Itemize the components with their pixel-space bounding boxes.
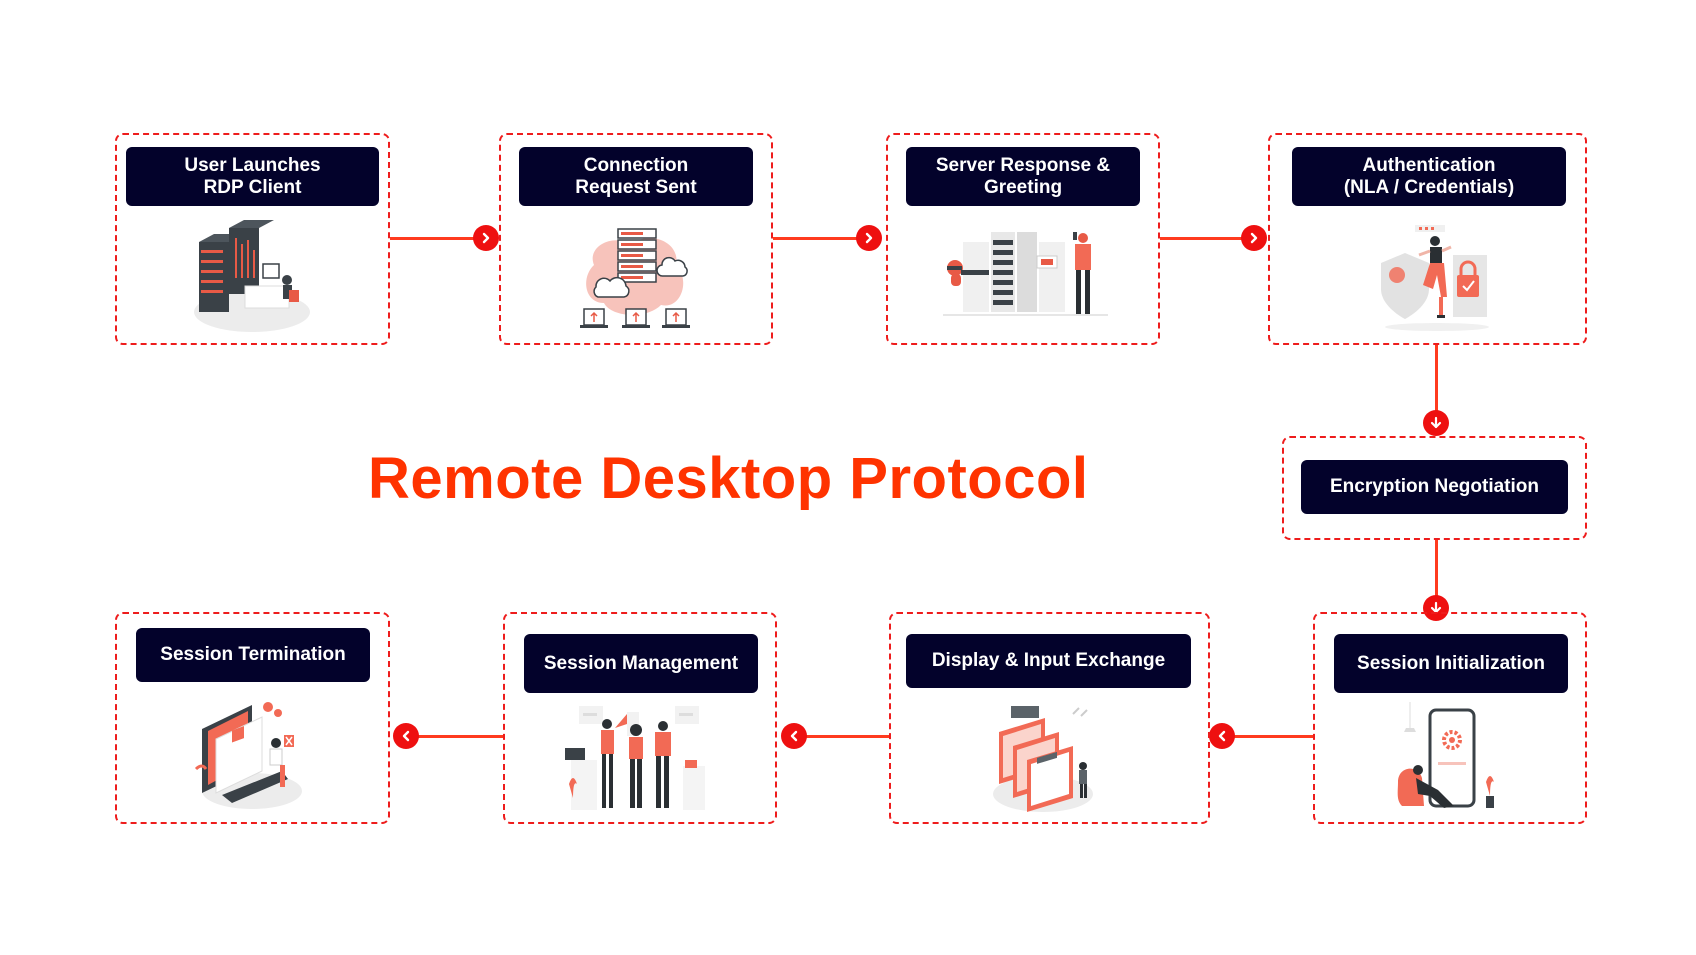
step-authentication: Authentication (NLA / Credentials)	[1268, 133, 1587, 345]
step-label: Connection Request Sent	[519, 147, 753, 206]
cloud-server-network-icon	[576, 225, 696, 333]
connector-line	[773, 237, 869, 240]
step-server-response: Server Response & Greeting	[886, 133, 1160, 345]
step-label: Session Management	[524, 634, 758, 693]
woman-shield-padlock-icon	[1375, 223, 1490, 333]
connector-line	[1160, 237, 1260, 240]
person-phone-gear-icon	[1390, 702, 1505, 814]
team-people-icon	[565, 704, 715, 814]
server-racks-user-at-desk-icon	[187, 220, 317, 335]
connector-line	[1220, 735, 1313, 738]
step-label: Server Response & Greeting	[906, 147, 1140, 206]
arrow-left-icon	[1209, 723, 1235, 749]
step-encryption-negotiation: Encryption Negotiation	[1282, 436, 1587, 540]
step-display-input-exchange: Display & Input Exchange	[889, 612, 1210, 824]
step-label: Session Termination	[136, 628, 370, 682]
step-user-launches-client: User Launches RDP Client	[115, 133, 390, 345]
connector-line	[1435, 345, 1438, 423]
step-session-initialization: Session Initialization	[1313, 612, 1587, 824]
arrow-right-icon	[473, 225, 499, 251]
step-connection-request: Connection Request Sent	[499, 133, 773, 345]
laptop-person-close-icon	[192, 699, 312, 811]
arrow-right-icon	[856, 225, 882, 251]
connector-line	[1435, 540, 1438, 608]
connector-line	[408, 735, 503, 738]
connector-line	[796, 735, 889, 738]
arrow-right-icon	[1241, 225, 1267, 251]
step-label: Encryption Negotiation	[1301, 460, 1568, 514]
step-session-management: Session Management	[503, 612, 777, 824]
arrow-left-icon	[781, 723, 807, 749]
arrow-down-icon	[1423, 410, 1449, 436]
browser-windows-stack-icon	[991, 704, 1106, 814]
step-label: User Launches RDP Client	[126, 147, 379, 206]
step-session-termination: Session Termination	[115, 612, 390, 824]
diagram-title: Remote Desktop Protocol	[368, 446, 1089, 511]
server-robot-person-icon	[943, 230, 1108, 320]
step-label: Authentication (NLA / Credentials)	[1292, 147, 1566, 206]
arrow-left-icon	[393, 723, 419, 749]
step-label: Session Initialization	[1334, 634, 1568, 693]
step-label: Display & Input Exchange	[906, 634, 1191, 688]
connector-line	[390, 237, 486, 240]
